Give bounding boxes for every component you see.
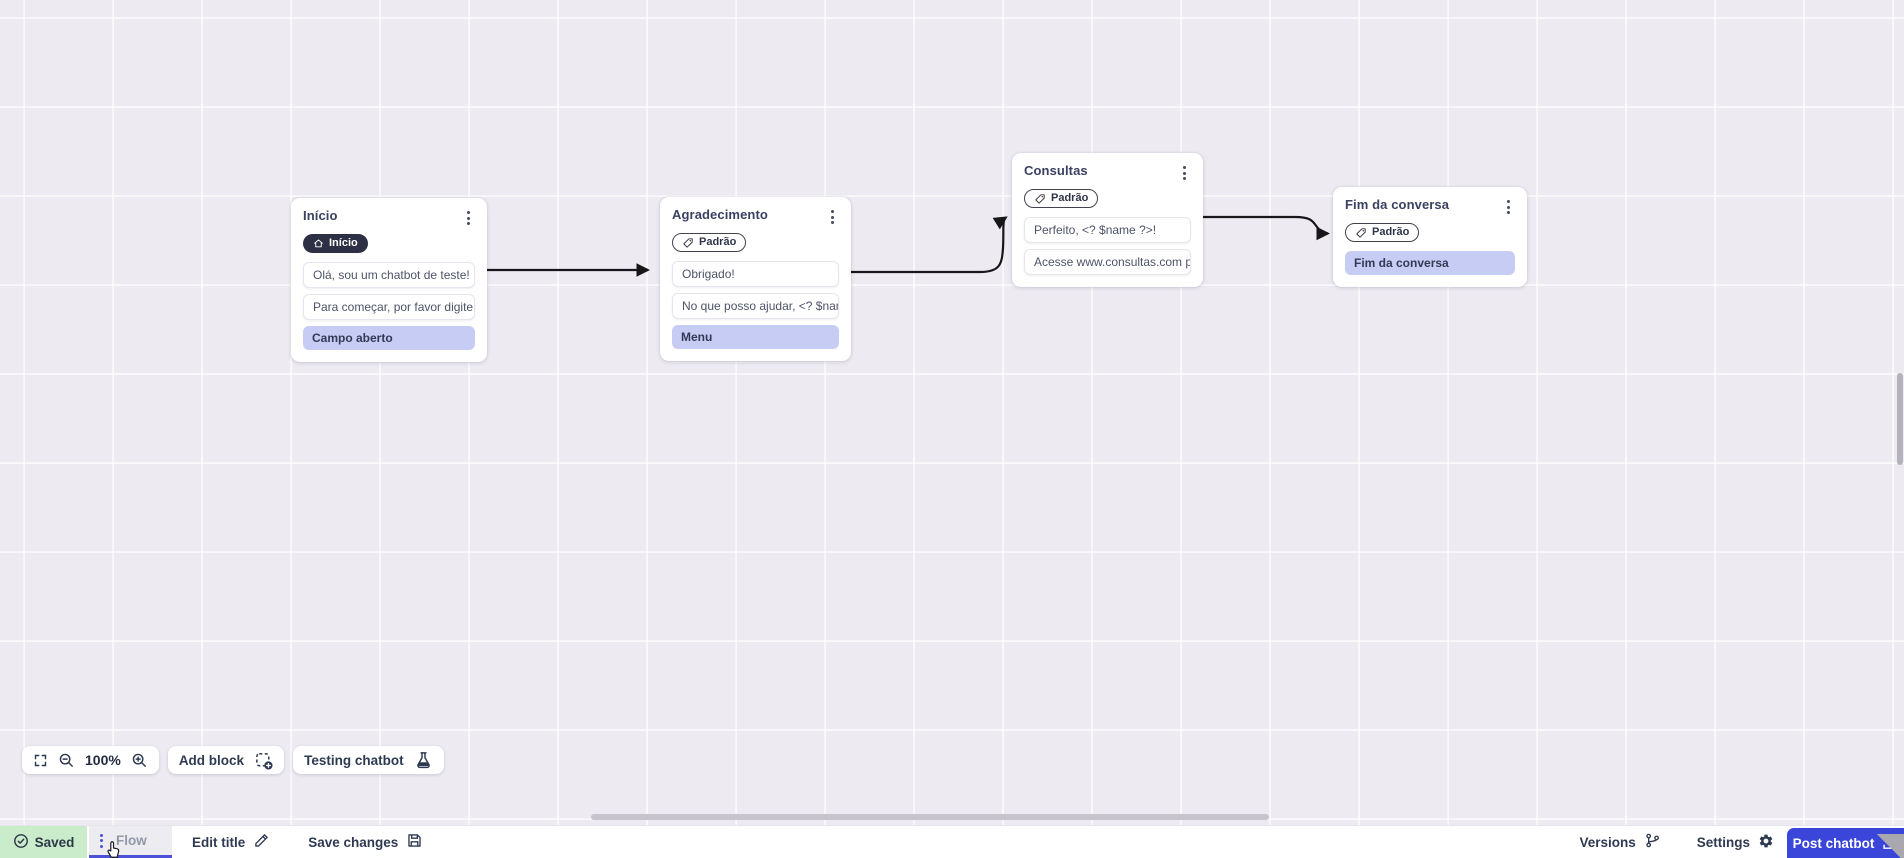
tag-icon (682, 237, 694, 249)
versions-branch-icon (1644, 832, 1661, 852)
kebab-menu-icon[interactable] (826, 207, 839, 227)
tab-flow[interactable]: Flow (89, 826, 172, 858)
flow-tab-label: Flow (116, 833, 147, 848)
settings-label: Settings (1696, 834, 1750, 850)
add-block-label: Add block (178, 752, 245, 768)
fullscreen-icon[interactable] (33, 753, 48, 768)
node-rows: Obrigado! No que posso ajudar, <? $name .… (672, 261, 839, 349)
node-row-action[interactable]: Fim da conversa (1345, 251, 1515, 275)
kebab-menu-icon[interactable] (1178, 163, 1191, 183)
flow-node-fim[interactable]: Fim da conversa Padrão Fim da conversa (1333, 187, 1527, 287)
connector-consultas-fim (1203, 215, 1331, 241)
node-header: Fim da conversa (1345, 197, 1515, 217)
node-title: Consultas (1024, 163, 1088, 178)
node-badge: Início (303, 234, 368, 253)
node-header: Consultas (1024, 163, 1191, 183)
edit-title-button[interactable]: Edit title (192, 826, 270, 858)
flow-canvas[interactable]: Início Início Olá, sou um chatbot de tes… (0, 0, 1904, 825)
flow-node-inicio[interactable]: Início Início Olá, sou um chatbot de tes… (291, 198, 487, 362)
save-changes-label: Save changes (308, 834, 399, 850)
node-badge-label: Padrão (699, 236, 737, 248)
node-title: Início (303, 208, 338, 223)
node-rows: Perfeito, <? $name ?>! Acesse www.consult… (1024, 217, 1191, 275)
node-badge: Padrão (1345, 223, 1420, 242)
versions-label: Versions (1579, 834, 1636, 850)
versions-button[interactable]: Versions (1579, 832, 1660, 852)
tag-icon (1355, 227, 1367, 239)
node-row-message[interactable]: Perfeito, <? $name ?>! (1024, 217, 1191, 243)
kebab-menu-icon[interactable] (1502, 197, 1515, 217)
flow-node-consultas[interactable]: Consultas Padrão Perfeito, <? $name ?>! A… (1012, 153, 1203, 287)
node-row-message[interactable]: Obrigado! (672, 261, 839, 287)
zoom-in-icon[interactable] (131, 752, 148, 769)
connector-agradecimento-consultas (851, 216, 1008, 274)
node-row-message[interactable]: Acesse www.consultas.com par... (1024, 249, 1191, 275)
edit-title-label: Edit title (192, 834, 246, 850)
zoom-controls: 100% (22, 746, 159, 774)
tag-icon (1034, 193, 1046, 205)
node-row-action[interactable]: Campo aberto (303, 326, 475, 350)
node-row-action[interactable]: Menu (672, 325, 839, 349)
testing-chatbot-label: Testing chatbot (304, 752, 404, 768)
kebab-menu-icon[interactable] (97, 832, 106, 850)
saved-status-badge: Saved (0, 826, 87, 858)
node-rows: Fim da conversa (1345, 251, 1515, 275)
testing-flask-icon (414, 751, 433, 769)
node-row-message[interactable]: No que posso ajudar, <? $name ... (672, 293, 839, 319)
canvas-toolbar: 100% Add block Testing chatbot (22, 746, 444, 774)
zoom-out-icon[interactable] (58, 752, 75, 769)
save-floppy-icon (406, 832, 423, 852)
node-badge-label: Início (329, 237, 358, 249)
node-badge-label: Padrão (1051, 192, 1089, 204)
node-badge-label: Padrão (1372, 226, 1410, 238)
check-circle-icon (13, 833, 29, 852)
node-header: Agradecimento (672, 207, 839, 227)
home-icon (313, 238, 324, 249)
testing-chatbot-button[interactable]: Testing chatbot (293, 746, 444, 774)
save-changes-button[interactable]: Save changes (308, 826, 423, 858)
settings-gear-icon (1758, 833, 1774, 852)
node-title: Agradecimento (672, 207, 768, 222)
node-rows: Olá, sou um chatbot de teste! Para começa… (303, 262, 475, 350)
connectors-layer (487, 215, 1331, 277)
horizontal-scrollbar[interactable] (591, 814, 1269, 820)
add-block-button[interactable]: Add block (167, 746, 285, 774)
node-badge: Padrão (1024, 189, 1099, 208)
edit-pencil-icon (253, 832, 270, 852)
status-bar: Saved Flow Edit title Save changes Versi… (0, 825, 1904, 858)
node-row-message[interactable]: Para começar, por favor digite o ... (303, 294, 475, 320)
saved-label: Saved (34, 834, 75, 850)
vertical-scrollbar[interactable] (1897, 373, 1903, 465)
status-bar-right: Versions Settings Post chatbot (1579, 826, 1904, 858)
post-chatbot-label: Post chatbot (1792, 835, 1875, 851)
add-block-icon (254, 751, 273, 770)
node-title: Fim da conversa (1345, 197, 1450, 212)
node-row-message[interactable]: Olá, sou um chatbot de teste! (303, 262, 475, 288)
kebab-menu-icon[interactable] (462, 208, 475, 228)
window-corner-wedge (1876, 834, 1904, 858)
flow-node-agradecimento[interactable]: Agradecimento Padrão Obrigado! No que pos… (660, 197, 851, 361)
zoom-level: 100% (85, 752, 121, 768)
node-badge: Padrão (672, 233, 747, 252)
node-header: Início (303, 208, 475, 228)
settings-button[interactable]: Settings (1697, 833, 1774, 852)
